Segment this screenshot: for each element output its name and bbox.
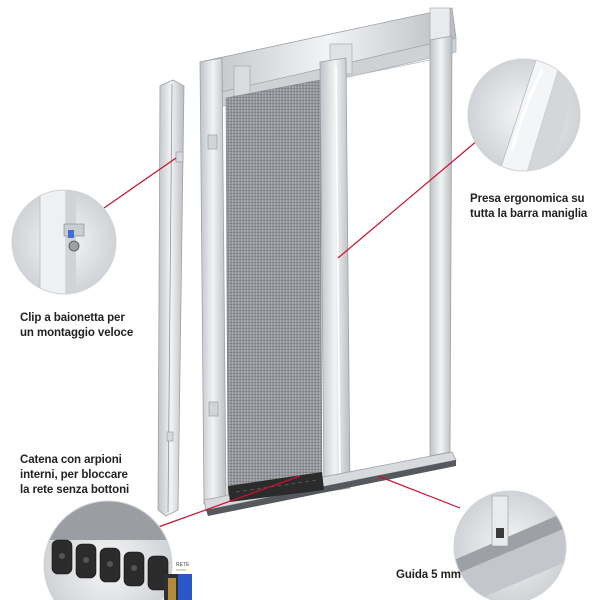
callout-presa-line-1: Presa ergonomica su <box>470 193 585 205</box>
callout-label-guida: Guida 5 mm <box>396 568 461 583</box>
inset-text-rete: RETE <box>176 562 190 568</box>
callout-catena-line-2: interni, per bloccare <box>20 469 128 481</box>
profile-section: RETE <box>164 562 192 600</box>
callout-label-catena: Catena con arpioni interni, per bloccare… <box>20 453 129 498</box>
callout-catena-line-1: Catena con arpioni <box>20 454 122 466</box>
callout-label-clip: Clip a baionetta per un montaggio veloce <box>20 311 133 341</box>
callout-catena-line-3: la rete senza bottoni <box>20 484 130 496</box>
inset-presa <box>467 58 581 172</box>
callout-line-presa <box>337 139 479 259</box>
callout-label-presa: Presa ergonomica su tutta la barra manig… <box>470 192 587 222</box>
callout-lines <box>103 139 479 531</box>
callout-line-guida <box>377 475 461 509</box>
callout-line-clip <box>103 157 177 209</box>
inset-catena <box>43 500 173 600</box>
inset-guida <box>453 490 567 600</box>
inset-clip <box>11 189 117 295</box>
callout-guida-line-1: Guida 5 mm <box>396 569 461 581</box>
callout-line-catena <box>149 475 301 531</box>
side-profile <box>157 79 185 517</box>
callout-clip-line-2: un montaggio veloce <box>20 327 134 339</box>
screen-door-frame <box>199 7 457 516</box>
chain-strip <box>228 472 324 502</box>
callout-clip-line-1: Clip a baionetta per <box>20 312 125 324</box>
callout-presa-line-2: tutta la barra maniglia <box>470 208 588 220</box>
